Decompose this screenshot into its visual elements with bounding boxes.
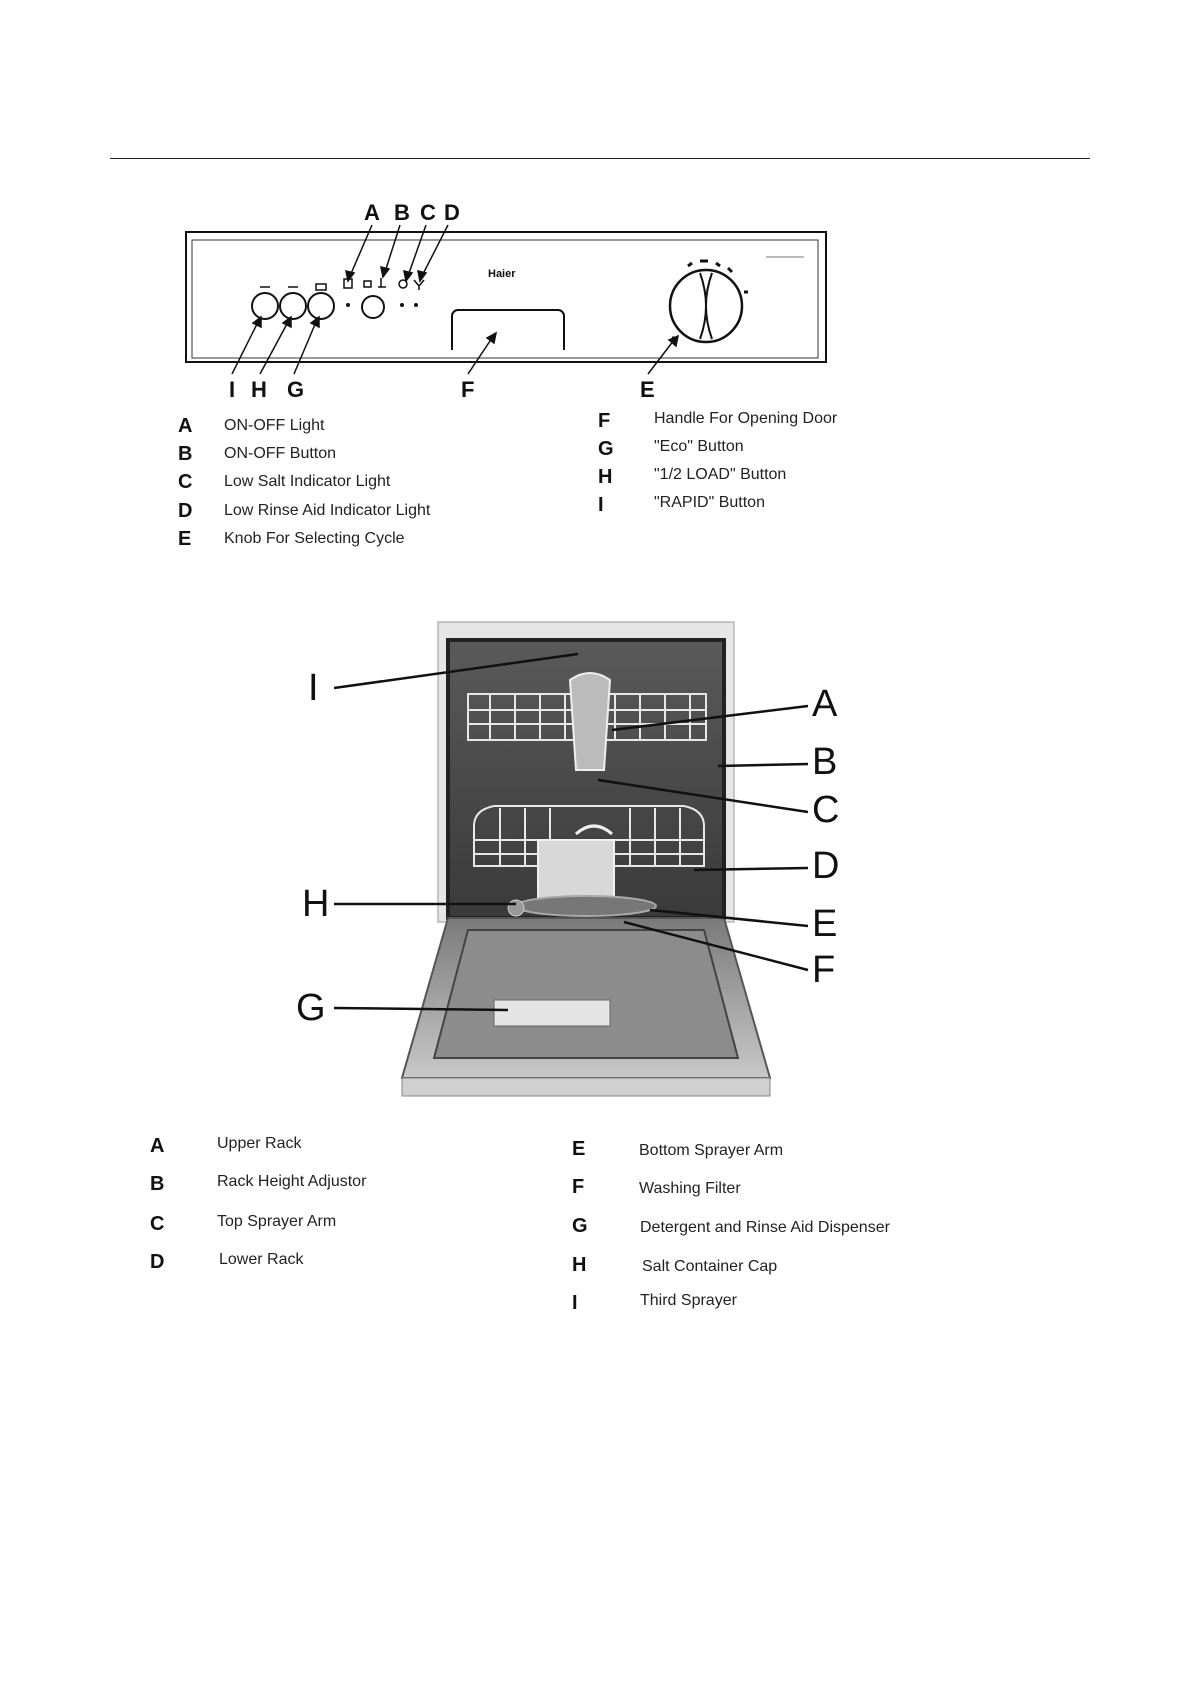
low-rinse-aid-light (413, 279, 425, 290)
legend-letter: A (150, 1135, 165, 1157)
callout-f: F (812, 949, 835, 991)
callout-b: B (812, 741, 837, 783)
legend-letter: H (598, 466, 613, 488)
legend-letter: I (598, 494, 604, 516)
legend-letter: G (598, 438, 614, 460)
callout-c: C (812, 789, 839, 831)
legend-text: Top Sprayer Arm (217, 1213, 337, 1230)
legend-text: Bottom Sprayer Arm (639, 1142, 784, 1159)
callout-b: B (394, 200, 410, 225)
indicator-dot (400, 303, 404, 307)
callout-h: H (251, 377, 267, 402)
legend-letter: E (178, 528, 192, 550)
on-off-symbol (363, 280, 372, 288)
legend-letter: F (572, 1176, 585, 1198)
indicator-dot (414, 303, 418, 307)
detergent-dispenser (493, 999, 611, 1027)
legend-letter: B (150, 1173, 165, 1195)
header-rule (110, 158, 1090, 159)
callout-a: A (364, 200, 380, 225)
callout-e: E (812, 903, 837, 945)
door-edge (401, 1077, 771, 1097)
legend-text: Washing Filter (639, 1180, 741, 1197)
brand-logo: Haier (488, 268, 516, 280)
legend-letter: E (572, 1138, 586, 1160)
legend-letter: C (150, 1213, 165, 1235)
half-load-button (279, 292, 307, 320)
legend-text: Salt Container Cap (642, 1258, 778, 1275)
legend-text: Upper Rack (217, 1135, 302, 1152)
legend-text: "1/2 LOAD" Button (654, 466, 787, 483)
door-handle (451, 309, 565, 350)
callout-leaders-bottom (231, 315, 680, 375)
on-off-button (361, 295, 385, 319)
legend-text: Detergent and Rinse Aid Dispenser (640, 1219, 890, 1236)
callout-g: G (287, 377, 304, 402)
legend-text: Handle For Opening Door (654, 410, 838, 427)
legend-letter: D (178, 500, 193, 522)
legend-text: "Eco" Button (654, 438, 744, 455)
callout-d: D (812, 845, 839, 887)
upper-spray-arm (568, 672, 612, 771)
callout-i: I (229, 377, 235, 402)
legend-text: Lower Rack (219, 1251, 304, 1268)
callout-i: I (308, 667, 319, 709)
callout-leaders-top (345, 224, 449, 283)
legend-text: Rack Height Adjustor (217, 1173, 367, 1190)
legend-letter: D (150, 1251, 165, 1273)
callout-d: D (444, 200, 460, 225)
rapid-button (251, 292, 279, 320)
knob-grip (699, 272, 713, 340)
callout-f: F (461, 377, 474, 402)
legend-text: Low Salt Indicator Light (224, 473, 391, 490)
legend-text: "RAPID" Button (654, 494, 765, 511)
legend-text: ON-OFF Button (224, 445, 337, 462)
salt-symbol (378, 278, 386, 288)
legend-letter: C (178, 471, 193, 493)
legend-letter: F (598, 410, 611, 432)
legend-text: Third Sprayer (640, 1292, 737, 1309)
door-inner-panel (432, 929, 740, 1059)
bottom-sprayer-arm (515, 895, 657, 917)
low-salt-light (398, 279, 408, 289)
legend-text: ON-OFF Light (224, 417, 325, 434)
button-icons (260, 283, 327, 291)
callout-e: E (640, 377, 655, 402)
callout-a: A (812, 683, 838, 725)
lower-rack-handle (575, 824, 613, 836)
legend-letter: B (178, 443, 193, 465)
callout-h: H (302, 883, 329, 925)
knob-program-marks (672, 259, 748, 340)
eco-button (307, 292, 335, 320)
indicator-dot (346, 303, 350, 307)
legend-letter: G (572, 1215, 588, 1237)
callout-g: G (296, 987, 326, 1029)
legend-text: Knob For Selecting Cycle (224, 530, 405, 547)
legend-letter: I (572, 1292, 578, 1314)
callout-c: C (420, 200, 436, 225)
legend-letter: A (178, 415, 193, 437)
salt-container-cap (507, 899, 525, 917)
control-panel-inner (191, 239, 819, 359)
legend-text: Low Rinse Aid Indicator Light (224, 502, 431, 519)
interior-leader-lines (333, 652, 809, 1012)
legend-letter: H (572, 1254, 587, 1276)
